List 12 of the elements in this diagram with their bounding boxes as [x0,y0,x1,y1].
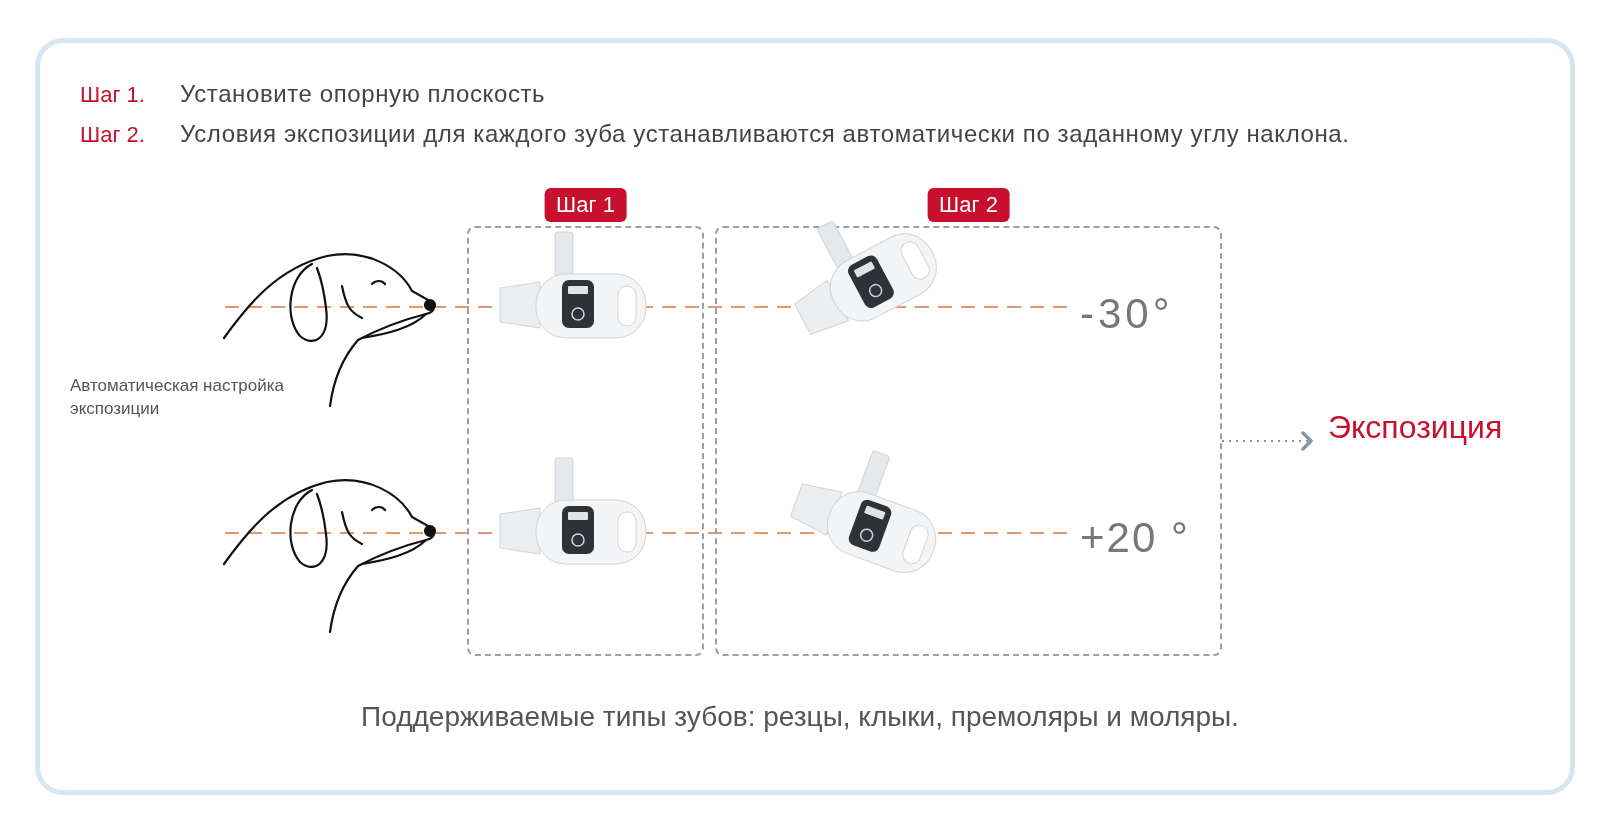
result-label: Экспозиция [1327,408,1503,447]
caption: Поддерживаемые типы зубов: резцы, клыки, премоляры и моляры. [361,700,1239,734]
auto-exposure-note: Автоматическая настройка экспозиции [70,375,285,420]
instruction-text: Условия экспозиции для каждого зуба устанавливаются автоматически по заданному углу наклона. [180,119,1350,149]
step-badge: Шаг 1 [544,188,627,222]
instruction-text: Установите опорную плоскость [180,79,546,109]
angle-label: +20 ° [1080,513,1190,563]
angle-label: -30° [1080,289,1174,339]
step-number: Шаг 1. [80,81,145,109]
arrow [1221,431,1313,451]
step-badge: Шаг 2 [927,188,1010,222]
step-number: Шаг 2. [80,121,145,149]
